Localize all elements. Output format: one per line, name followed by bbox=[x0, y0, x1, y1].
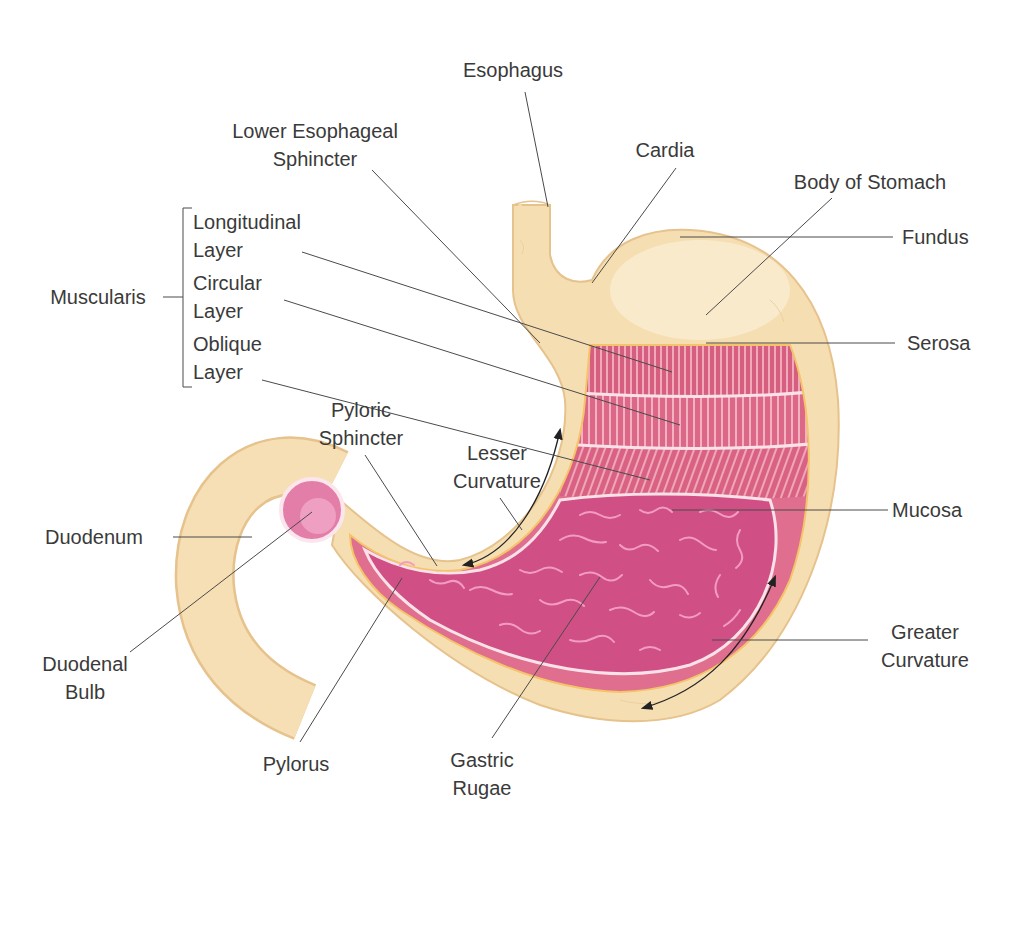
part-label: Oblique Layer bbox=[193, 330, 293, 386]
duodenal-bulb bbox=[281, 479, 343, 541]
oblique-layer bbox=[560, 442, 830, 500]
part-label: Serosa bbox=[907, 329, 1017, 357]
bulb-highlight bbox=[300, 498, 336, 534]
layer-divider bbox=[560, 390, 830, 448]
longitudinal-layer bbox=[560, 345, 830, 396]
part-label: Lesser Curvature bbox=[442, 439, 552, 495]
mucosa-lining bbox=[365, 494, 776, 674]
part-label: Circular Layer bbox=[193, 269, 293, 325]
part-label: Fundus bbox=[902, 223, 1012, 251]
esophagus-rim bbox=[513, 201, 550, 205]
part-label: Lower Esophageal Sphincter bbox=[225, 117, 405, 173]
part-label: Cardia bbox=[605, 136, 725, 164]
part-label: Gastric Rugae bbox=[437, 746, 527, 802]
part-label: Esophagus bbox=[433, 56, 593, 84]
part-label: Pyloric Sphincter bbox=[306, 396, 416, 452]
bracket bbox=[163, 208, 192, 387]
part-label: Duodenal Bulb bbox=[35, 650, 135, 706]
curvature-arrow bbox=[643, 577, 775, 708]
fundus-highlight bbox=[610, 240, 790, 340]
muscle-base bbox=[340, 330, 840, 710]
part-label: Muscularis bbox=[38, 283, 158, 311]
circular-layer bbox=[560, 390, 830, 448]
part-label: Longitudinal Layer bbox=[193, 208, 323, 264]
part-label: Greater Curvature bbox=[870, 618, 980, 674]
esophagus-end bbox=[518, 204, 522, 208]
part-label: Body of Stomach bbox=[770, 168, 970, 196]
gastric-rugae bbox=[400, 507, 742, 650]
part-label: Pylorus bbox=[236, 750, 356, 778]
duodenum-outline bbox=[205, 466, 335, 712]
part-label: Duodenum bbox=[45, 523, 175, 551]
part-label: Mucosa bbox=[892, 496, 1012, 524]
leader-line bbox=[130, 92, 895, 742]
duodenum-tube bbox=[205, 466, 335, 712]
